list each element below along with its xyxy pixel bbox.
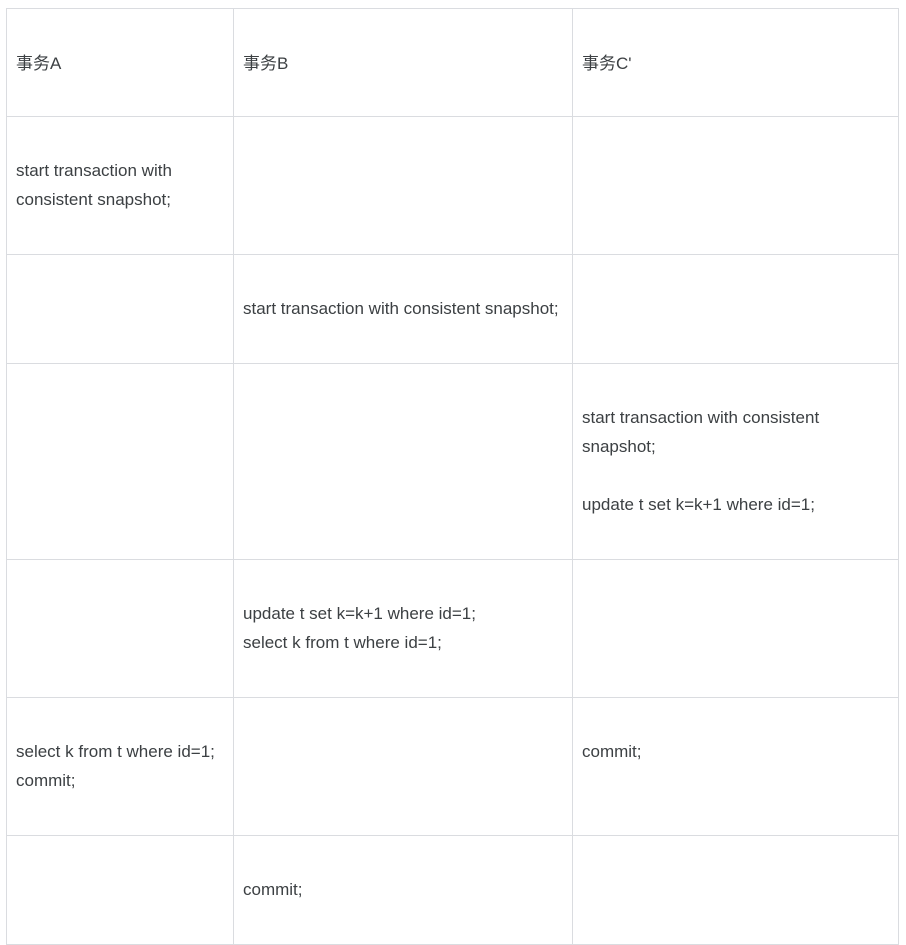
cell-b: start transaction with consistent snapsh… <box>233 254 573 364</box>
cell-text: select k from t where id=1; commit; <box>16 742 215 790</box>
column-header-label: 事务A <box>16 54 62 73</box>
table-row: start transaction with consistent snapsh… <box>6 363 899 560</box>
cell-b: update t set k=k+1 where id=1; select k … <box>233 559 573 698</box>
table-header: 事务A 事务B 事务C' <box>6 8 899 117</box>
table-row: select k from t where id=1; commit; comm… <box>6 697 899 836</box>
column-header-label: 事务B <box>243 54 289 73</box>
cell-text: start transaction with consistent snapsh… <box>16 161 172 209</box>
cell-text: start transaction with consistent snapsh… <box>582 408 820 514</box>
cell-b <box>233 697 573 836</box>
transaction-table-container: 事务A 事务B 事务C' start transaction with cons… <box>6 8 899 945</box>
cell-c: commit; <box>572 697 899 836</box>
cell-text: start transaction with consistent snapsh… <box>243 299 559 318</box>
cell-text: commit; <box>582 742 642 761</box>
cell-a <box>6 363 234 560</box>
cell-b: commit; <box>233 835 573 945</box>
cell-b <box>233 116 573 255</box>
cell-a <box>6 835 234 945</box>
cell-c <box>572 835 899 945</box>
table-row: update t set k=k+1 where id=1; select k … <box>6 559 899 698</box>
cell-c <box>572 116 899 255</box>
column-header-label: 事务C' <box>582 54 632 73</box>
cell-a <box>6 559 234 698</box>
column-header-transaction-a: 事务A <box>6 8 234 117</box>
cell-b <box>233 363 573 560</box>
cell-a <box>6 254 234 364</box>
cell-text: commit; <box>243 880 303 899</box>
transaction-sequence-table: 事务A 事务B 事务C' start transaction with cons… <box>6 8 899 945</box>
cell-c <box>572 254 899 364</box>
table-row: start transaction with consistent snapsh… <box>6 254 899 364</box>
cell-c <box>572 559 899 698</box>
cell-a: select k from t where id=1; commit; <box>6 697 234 836</box>
column-header-transaction-c: 事务C' <box>572 8 899 117</box>
table-row: start transaction with consistent snapsh… <box>6 116 899 255</box>
table-body: start transaction with consistent snapsh… <box>6 116 899 945</box>
table-row: commit; <box>6 835 899 945</box>
table-header-row: 事务A 事务B 事务C' <box>6 8 899 117</box>
cell-a: start transaction with consistent snapsh… <box>6 116 234 255</box>
cell-c: start transaction with consistent snapsh… <box>572 363 899 560</box>
cell-text: update t set k=k+1 where id=1; select k … <box>243 604 476 652</box>
column-header-transaction-b: 事务B <box>233 8 573 117</box>
